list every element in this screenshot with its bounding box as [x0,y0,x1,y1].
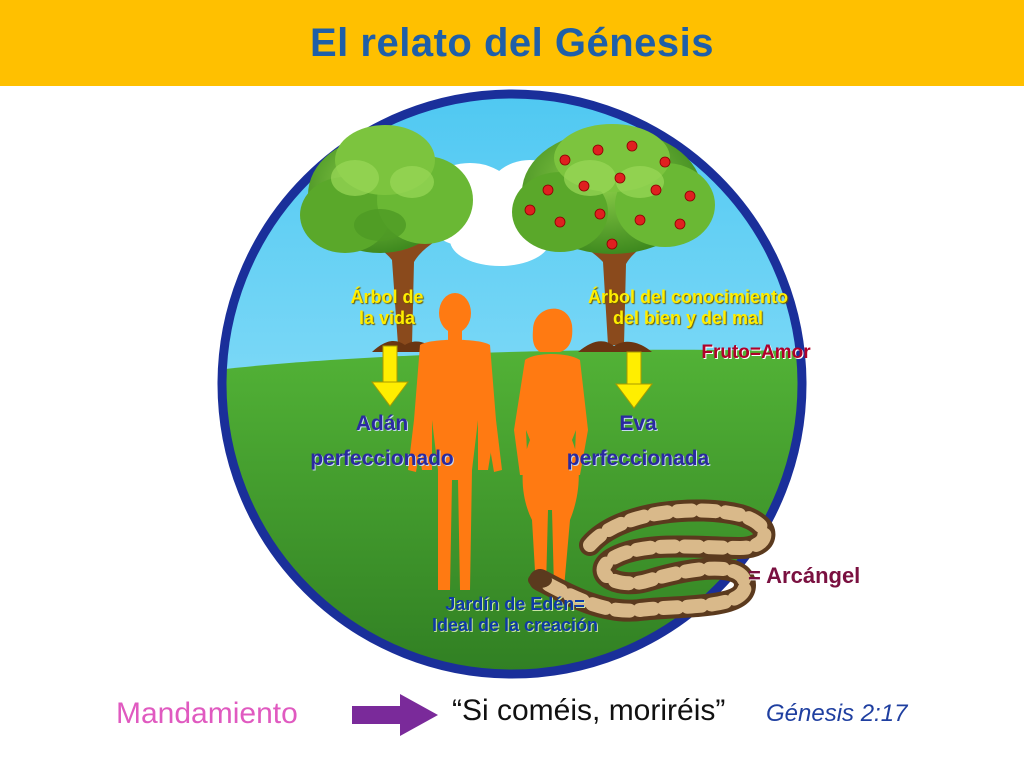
tree-of-knowledge-label-line1: Árbol del conocimiento [587,287,788,307]
commandment-quote: “Si coméis, moriréis” [452,694,726,727]
tree-of-knowledge [512,124,715,352]
tree-of-life-label-line1: Árbol de [350,287,424,307]
slide-title: El relato del Génesis [310,20,714,65]
arrow-tree-of-life-to-adam [371,345,409,407]
eve-name: Eva [619,412,657,435]
tree-of-knowledge-label: Árbol del conocimiento del bien y del ma… [548,287,828,329]
tree-of-knowledge-label-line2: del bien y del mal [612,308,764,329]
serpent-label: = Arcángel [748,563,861,588]
tree-of-life-label: Árbol de la vida [322,287,452,329]
commandment-label: Mandamiento [116,697,298,730]
commandment-reference: Génesis 2:17 [766,700,908,727]
tree-of-life [300,125,473,352]
adam-figure [408,293,502,590]
tree-of-life-label-line2: la vida [358,308,416,329]
adam-name: Adán [355,412,409,435]
garden-circle-border [217,89,807,679]
arrow-tree-of-knowledge-to-eve [615,351,653,409]
tree-fruits [524,140,696,250]
title-bar: El relato del Génesis [0,0,1024,86]
garden-label-line2: Ideal de la creación [431,615,599,636]
garden-label: Jardín de Edén= Ideal de la creación [400,594,630,636]
adam-label: Adán perfeccionado [292,412,472,472]
eve-state: perfeccionada [566,446,710,470]
eve-label: Eva perfeccionada [548,412,728,472]
serpent [528,499,776,622]
garden-label-line1: Jardín de Edén= [445,594,585,614]
eve-figure [514,308,588,588]
fruit-label: Fruto=Amor [701,342,811,363]
commandment-arrow [352,694,438,736]
adam-state: perfeccionado [310,446,454,470]
